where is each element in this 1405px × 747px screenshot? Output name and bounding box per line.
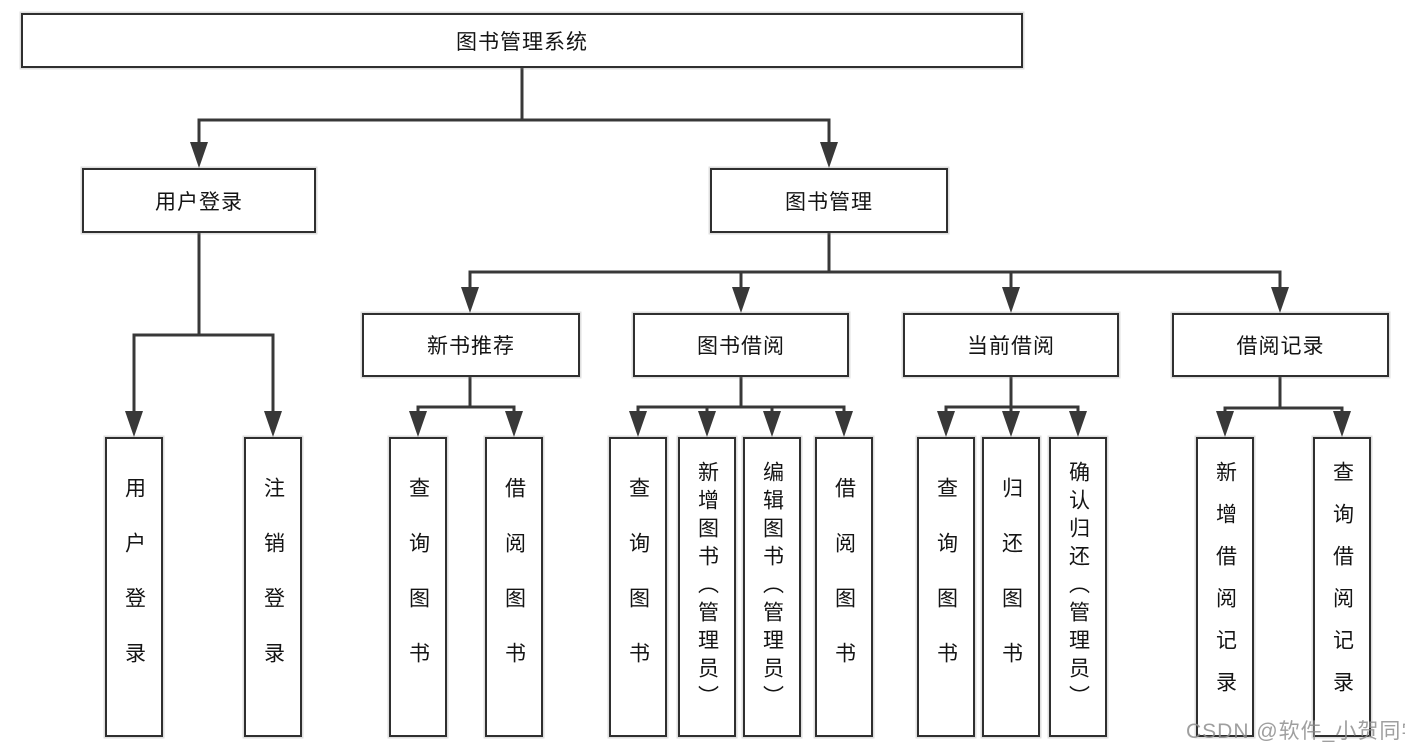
node-leaf-newbook-query: 查询图书: [389, 437, 447, 737]
node-new-book-recommend: 新书推荐: [362, 313, 580, 377]
node-leaf-borrow-query: 查询图书: [609, 437, 667, 737]
node-user-login: 用户登录: [82, 168, 316, 233]
node-label: 编辑图书（管理员）: [760, 461, 784, 713]
node-label: 图书管理: [785, 190, 873, 214]
edge-bookmgmt-to-level3: [461, 233, 1289, 313]
edge-userlogin-to-leaves: [125, 233, 282, 437]
node-label: 查询图书: [626, 477, 650, 697]
node-current-borrow: 当前借阅: [903, 313, 1119, 377]
node-label: 借阅图书: [832, 477, 856, 697]
node-label: 新增借阅记录: [1213, 461, 1237, 713]
node-leaf-return-book: 归还图书: [982, 437, 1040, 737]
node-leaf-query-borrow-record: 查询借阅记录: [1313, 437, 1371, 737]
edge-newbooks-to-leaves: [409, 377, 523, 437]
node-book-borrow: 图书借阅: [633, 313, 849, 377]
node-leaf-borrow-book: 借阅图书: [815, 437, 873, 737]
edge-bookborrow-to-leaves: [629, 377, 853, 437]
node-label: 用户登录: [155, 190, 243, 214]
node-leaf-borrow-edit-admin: 编辑图书（管理员）: [743, 437, 801, 737]
node-label: 注销登录: [261, 477, 285, 697]
node-leaf-borrow-add-admin: 新增图书（管理员）: [678, 437, 736, 737]
node-label: 查询借阅记录: [1330, 461, 1354, 713]
node-label: 图书管理系统: [456, 30, 588, 54]
node-leaf-user-login: 用户登录: [105, 437, 163, 737]
node-label: 新增图书（管理员）: [695, 461, 719, 713]
node-label: 归还图书: [999, 477, 1023, 697]
node-root-library-system: 图书管理系统: [21, 13, 1023, 68]
edge-root-to-level2: [190, 68, 838, 168]
node-leaf-logout: 注销登录: [244, 437, 302, 737]
node-label: 当前借阅: [967, 335, 1055, 358]
node-borrow-records: 借阅记录: [1172, 313, 1389, 377]
node-label: 新书推荐: [427, 335, 515, 358]
edge-borrowrecords-to-leaves: [1216, 377, 1351, 437]
node-label: 图书借阅: [697, 335, 785, 358]
node-label: 借阅图书: [502, 477, 526, 697]
node-label: 借阅记录: [1236, 335, 1325, 358]
node-label: 查询图书: [406, 477, 430, 697]
node-leaf-confirm-return-admin: 确认归还（管理员）: [1049, 437, 1107, 737]
node-leaf-newbook-borrow: 借阅图书: [485, 437, 543, 737]
node-leaf-add-borrow-record: 新增借阅记录: [1196, 437, 1254, 737]
node-label: 用户登录: [122, 477, 146, 697]
csdn-watermark: CSDN @软件_小贺同学: [1186, 720, 1405, 743]
node-label: 查询图书: [934, 477, 958, 697]
edge-currentborrow-to-leaves: [937, 377, 1087, 437]
node-label: 确认归还（管理员）: [1066, 461, 1090, 713]
node-leaf-current-query: 查询图书: [917, 437, 975, 737]
node-book-management: 图书管理: [710, 168, 948, 233]
